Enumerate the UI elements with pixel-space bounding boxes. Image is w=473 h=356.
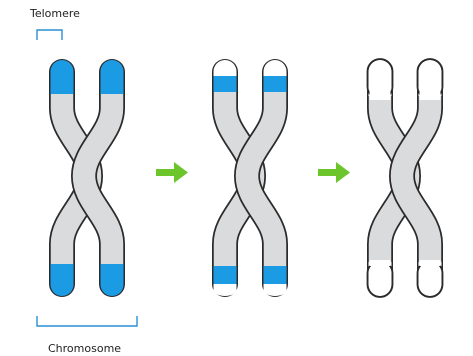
erase-bottom-right (420, 260, 441, 266)
erase-top-right (420, 92, 441, 100)
telomere-bracket (37, 30, 62, 40)
arrow-head (174, 162, 188, 183)
arrow-stage-1-to-2 (156, 162, 188, 183)
chromatid-tip-bottom-right-square (264, 284, 287, 290)
chromosome-bracket-line (37, 316, 137, 326)
chromosome-stage-2 (214, 60, 287, 296)
arrow-shaft (318, 169, 338, 176)
chromosome-bracket (37, 316, 137, 326)
erase-top-left (370, 92, 391, 100)
telomere-bracket-line (37, 30, 62, 40)
chromosome-stage-1 (51, 60, 124, 296)
chromosome-label: Chromosome (48, 342, 121, 355)
telomere-top-right-square (101, 78, 124, 94)
chromatid-tip-bottom-left-square (214, 284, 237, 290)
arrow-head (336, 162, 350, 183)
telomere-top-left-square (51, 78, 74, 94)
telomere-label: Telomere (29, 7, 80, 20)
telomere-bottom-right (264, 266, 287, 284)
telomere-top-right (264, 76, 287, 92)
arrow-stage-2-to-3 (318, 162, 350, 183)
arrow-shaft (156, 169, 176, 176)
erase-bottom-left (370, 260, 391, 266)
telomere-bottom-right-square (101, 264, 124, 280)
telomere-top-left (214, 76, 237, 92)
telomere-bottom-left (214, 266, 237, 284)
chromosome-stage-3 (368, 59, 443, 297)
telomere-bottom-left-square (51, 264, 74, 280)
